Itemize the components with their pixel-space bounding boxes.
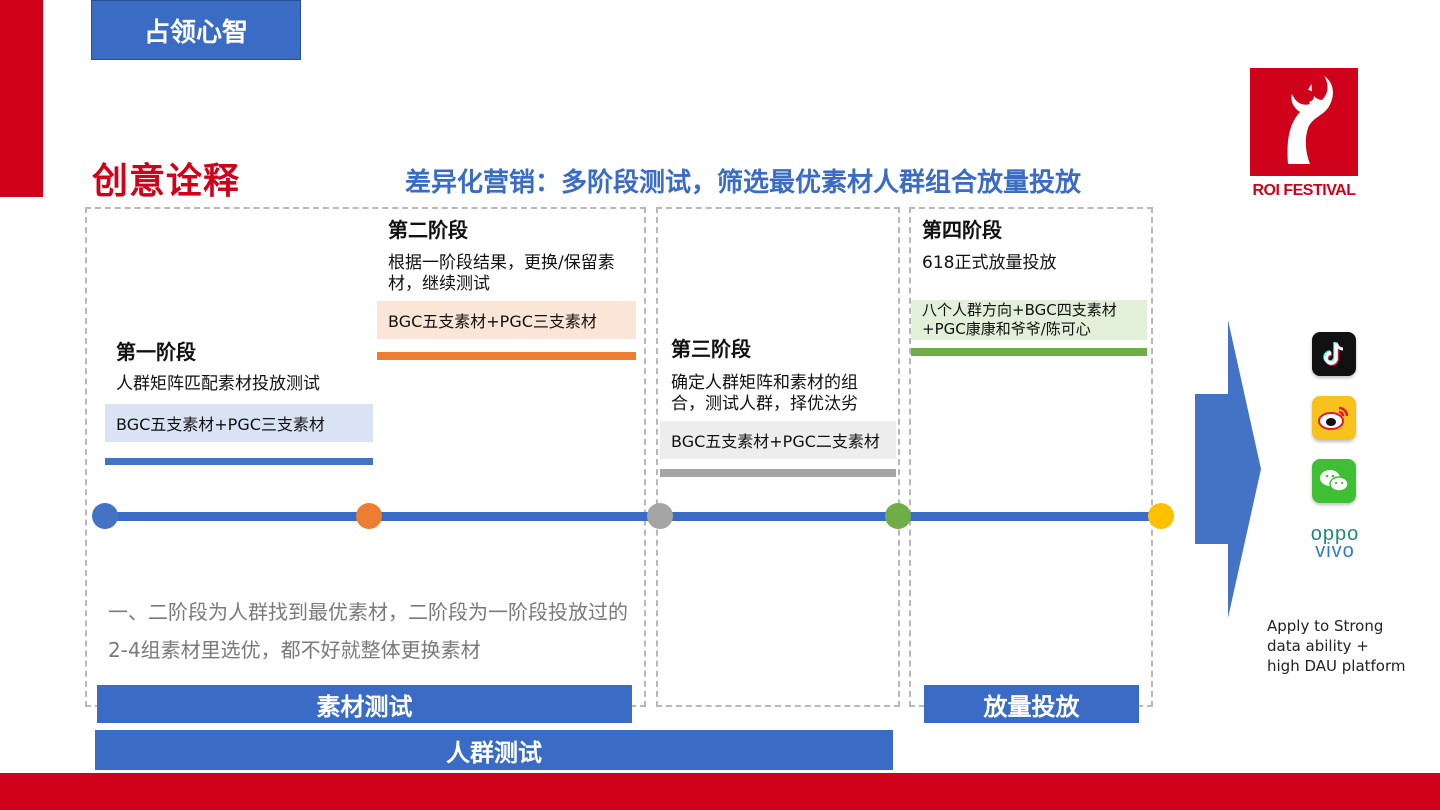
- logo-text: ROI FESTIVAL: [1252, 182, 1356, 199]
- wechat-icon: [1312, 459, 1356, 503]
- stage-4-title: 第四阶段: [922, 218, 1002, 242]
- red-side-band: [0, 0, 43, 197]
- apply-line-2: data ability +: [1267, 637, 1369, 655]
- timeline-dot-5: [1148, 503, 1174, 529]
- stage-2-title: 第二阶段: [388, 218, 468, 242]
- red-bottom-band: [0, 773, 1440, 810]
- stage-1-bar: [105, 458, 373, 465]
- apply-caption: Apply to Strong data ability + high DAU …: [1267, 616, 1406, 676]
- stage-3-bar: [660, 469, 896, 477]
- section-title: 创意诠释: [92, 161, 241, 202]
- material-test-bar: 素材测试: [97, 685, 632, 723]
- headline: 差异化营销：多阶段测试，筛选最优素材人群组合放量投放: [405, 168, 1082, 198]
- weibo-icon: [1312, 396, 1356, 440]
- logo-mark-icon: [1250, 68, 1358, 176]
- stage-1-description: 人群矩阵匹配素材投放测试: [116, 374, 320, 394]
- vivo-wordmark: vivo: [1315, 540, 1355, 562]
- stage-1-title: 第一阶段: [116, 340, 196, 364]
- stage-3-materials: BGC五支素材+PGC二支素材: [660, 421, 896, 459]
- header-tab: 占领心智: [91, 0, 301, 60]
- frame-stage-4: [909, 207, 1153, 707]
- stage-4-description: 618正式放量投放: [922, 253, 1057, 273]
- frame-stage-3: [656, 207, 900, 707]
- roi-festival-logo: ROI FESTIVAL: [1250, 68, 1358, 200]
- stage-3-description: 确定人群矩阵和素材的组合，测试人群，择优汰劣: [671, 373, 858, 414]
- tiktok-icon: [1312, 332, 1356, 376]
- stage-2-description: 根据一阶段结果，更换/保留素材，继续测试: [388, 253, 615, 294]
- apply-line-1: Apply to Strong: [1267, 617, 1384, 635]
- timeline-line: [104, 512, 1162, 521]
- stage-4-bar: [911, 348, 1147, 356]
- stage-1-materials: BGC五支素材+PGC三支素材: [105, 404, 373, 442]
- stage-2-bar: [377, 352, 636, 360]
- timeline-dot-1: [92, 503, 118, 529]
- timeline-dot-3: [647, 503, 673, 529]
- timeline-dot-2: [356, 503, 382, 529]
- oppo-wordmark: oppo: [1310, 523, 1360, 545]
- stage-3-title: 第三阶段: [671, 337, 751, 361]
- apply-line-3: high DAU platform: [1267, 657, 1406, 675]
- stage-2-materials: BGC五支素材+PGC三支素材: [377, 301, 636, 339]
- scale-delivery-bar: 放量投放: [924, 685, 1139, 723]
- timeline-dot-4: [885, 503, 911, 529]
- big-arrow-icon: [1195, 320, 1261, 618]
- audience-test-bar: 人群测试: [95, 730, 893, 770]
- oppo-vivo-logo: oppo vivo: [1302, 523, 1368, 562]
- stage-4-materials: 八个人群方向+BGC四支素材+PGC康康和爷爷/陈可心: [911, 300, 1147, 340]
- stage-note: 一、二阶段为人群找到最优素材，二阶段为一阶段投放过的2-4组素材里选优，都不好就…: [108, 600, 628, 662]
